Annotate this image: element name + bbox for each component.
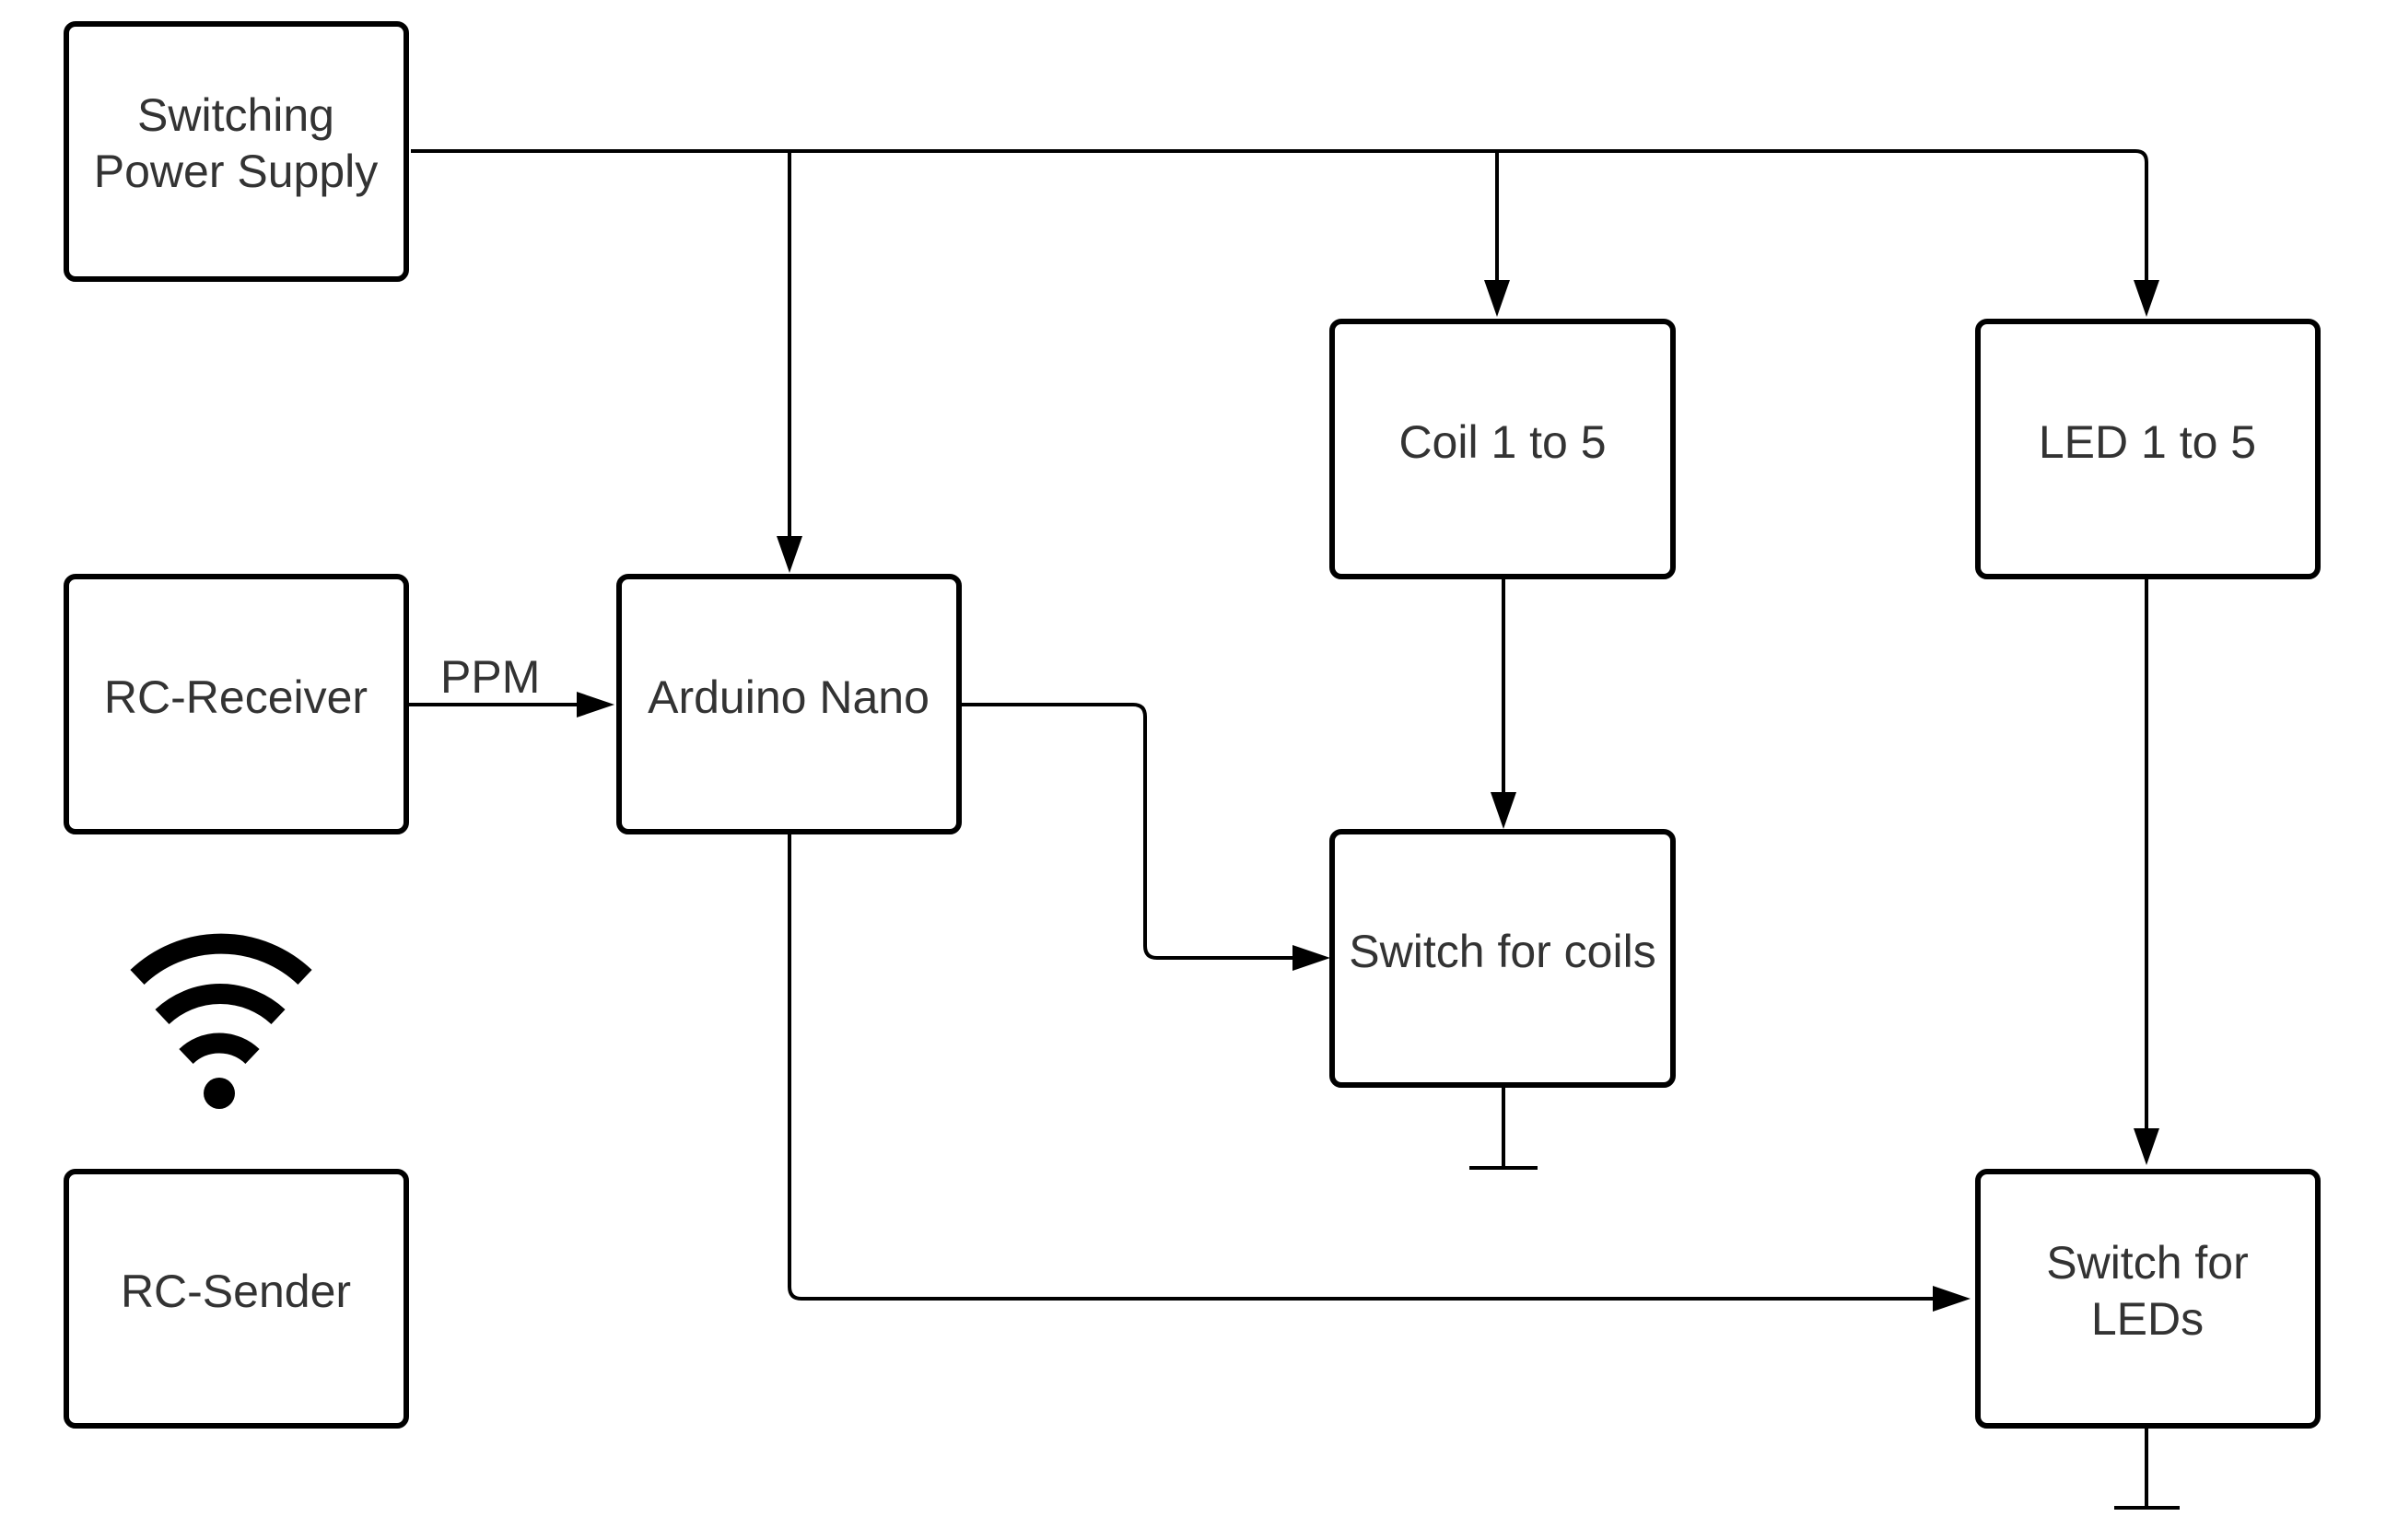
power-bus-line	[411, 149, 2148, 295]
arduino-nano-block: Arduino Nano	[616, 574, 962, 834]
rc-sender-label: RC-Sender	[121, 1266, 351, 1317]
switch-for-leds-block: Switch for LEDs	[1975, 1169, 2321, 1429]
arduino-to-switch-leds-arrowhead	[1933, 1286, 1971, 1312]
power-to-coil-arrowhead	[1484, 280, 1510, 317]
led-block: LED 1 to 5	[1975, 319, 2321, 579]
power-supply-label-line-2: Power Supply	[94, 146, 379, 197]
switch-for-coils-block: Switch for coils	[1329, 829, 1676, 1088]
arduino-nano-label: Arduino Nano	[648, 671, 930, 723]
arduino-to-switch-coils-arrowhead	[1292, 945, 1330, 971]
coil-to-switch-arrowhead	[1491, 792, 1516, 829]
rc-receiver-label: RC-Receiver	[104, 671, 368, 723]
rc-receiver-block: RC-Receiver	[64, 574, 409, 834]
switch-for-leds-label-line-2: LEDs	[2091, 1293, 2204, 1345]
rc-sender-block: RC-Sender	[64, 1169, 409, 1429]
power-supply-label-line-1: Switching	[137, 89, 334, 141]
switch-for-coils-label: Switch for coils	[1349, 926, 1655, 977]
power-to-arduino-arrowhead	[777, 536, 802, 573]
wifi-icon	[130, 933, 312, 1109]
arduino-to-switch-coils-line	[959, 703, 1299, 960]
connections	[408, 149, 2159, 1312]
ppm-arrowhead	[577, 692, 614, 718]
ppm-edge-label: PPM	[440, 651, 540, 703]
power-to-led-arrowhead	[2134, 280, 2159, 317]
led-label: LED 1 to 5	[2039, 416, 2256, 468]
coil-block: Coil 1 to 5	[1329, 319, 1676, 579]
coil-label: Coil 1 to 5	[1398, 416, 1606, 468]
switch-for-leds-label-line-1: Switch for	[2046, 1237, 2249, 1289]
led-to-switch-arrowhead	[2134, 1128, 2159, 1165]
power-supply-block: Switching Power Supply	[64, 21, 409, 282]
arduino-to-switch-leds-line	[788, 831, 1939, 1301]
ground-symbol-icon	[2114, 1426, 2180, 1510]
ground-symbol-icon	[1469, 1085, 1538, 1170]
